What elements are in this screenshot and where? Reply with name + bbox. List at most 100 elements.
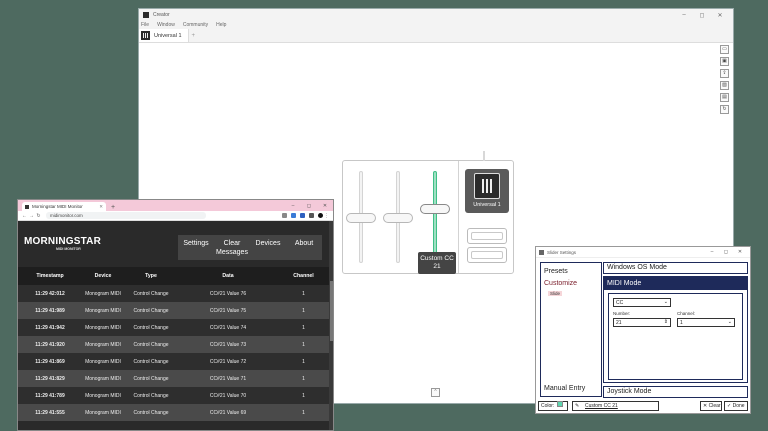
color-swatch[interactable] — [557, 401, 563, 407]
clear-label: Clear — [708, 403, 721, 409]
tooltip-line-2: 21 — [433, 263, 441, 270]
dialog-maximize-button[interactable]: ◻ — [723, 249, 729, 255]
number-input[interactable]: 21 ⇕ — [613, 318, 671, 327]
pad-button-bottom[interactable] — [467, 247, 507, 263]
slider-1-handle[interactable] — [346, 213, 376, 223]
browser-tab-title: Morningstar MIDI Monitor — [32, 204, 83, 209]
cell-data: CC#21 Value 75 — [209, 307, 247, 314]
browser-close-button[interactable]: ✕ — [322, 203, 328, 209]
cell-timestamp: 11:29 41:869 — [35, 358, 65, 365]
cell-channel: 1 — [302, 307, 305, 314]
table-row: 11:29 41:989 Monogram MIDI Control Chang… — [18, 302, 329, 319]
dialog-titlebar: Slider Settings – ◻ ✕ — [536, 247, 750, 258]
back-icon[interactable]: ← — [22, 212, 27, 219]
clear-icon: ✕ — [703, 403, 708, 409]
table-row: 11:29 41:920 Monogram MIDI Control Chang… — [18, 336, 329, 353]
slider-3-handle[interactable] — [420, 204, 450, 214]
address-url: midimonitor.com — [50, 213, 83, 218]
name-value: Custom CC 21 — [585, 403, 618, 409]
cell-type: Control Change — [133, 307, 169, 314]
cell-device: Monogram MIDI — [85, 392, 121, 399]
extension-icon[interactable] — [300, 213, 305, 218]
menu-community[interactable]: Community — [182, 22, 209, 28]
chevron-down-icon: ⌄ — [727, 319, 732, 325]
profile-avatar[interactable] — [318, 213, 323, 218]
tab-close-icon[interactable]: ✕ — [99, 203, 103, 209]
color-picker[interactable]: Color: — [538, 401, 568, 411]
cell-timestamp: 11:29 41:942 — [35, 324, 65, 331]
option-customize[interactable]: Customize — [544, 280, 578, 287]
morningstar-logo: MORNINGSTAR — [24, 236, 102, 247]
add-tab-button[interactable]: + — [191, 33, 196, 39]
pad-button-top[interactable] — [467, 228, 507, 244]
close-button[interactable]: ✕ — [717, 12, 723, 19]
nav-about[interactable]: About — [294, 240, 314, 247]
clear-button[interactable]: ✕ Clear — [700, 401, 722, 411]
message-type-select[interactable]: CC ⌄ — [613, 298, 671, 307]
column-header: Data — [222, 273, 234, 279]
menu-window[interactable]: Window — [157, 22, 175, 28]
extension-icon[interactable] — [282, 213, 287, 218]
tab-universal-1[interactable]: Universal 1 — [139, 29, 189, 42]
option-presets[interactable]: Presets — [544, 268, 568, 275]
browser-window: Morningstar MIDI Monitor ✕ + – ◻ ✕ ← → ↻… — [17, 199, 334, 431]
number-value: 21 — [616, 319, 622, 326]
dialog-close-button[interactable]: ✕ — [737, 249, 743, 255]
nav-devices[interactable]: Devices — [255, 240, 281, 247]
cell-timestamp: 11:29 41:989 — [35, 307, 65, 314]
column-header: Timestamp — [36, 273, 64, 279]
forward-icon[interactable]: → — [29, 212, 34, 219]
slider-settings-dialog: Slider Settings – ◻ ✕ Presets Customize … — [535, 246, 751, 414]
pencil-icon: ✎ — [575, 403, 580, 409]
refresh-icon[interactable]: ↻ — [720, 105, 729, 114]
address-bar[interactable]: midimonitor.com — [46, 212, 206, 219]
puzzle-icon[interactable] — [309, 213, 314, 218]
minimize-button[interactable]: – — [682, 12, 686, 18]
new-tab-button[interactable]: + — [111, 204, 116, 211]
menu-help[interactable]: Help — [216, 22, 227, 28]
tab-label: Universal 1 — [154, 32, 182, 39]
cell-channel: 1 — [302, 290, 305, 297]
nav-settings[interactable]: Settings — [183, 240, 209, 247]
column-header: Type — [145, 273, 157, 279]
image-icon[interactable]: ▨ — [720, 81, 729, 90]
midi-mode-header[interactable]: MIDI Mode — [604, 277, 747, 290]
menu-file[interactable]: File — [141, 22, 150, 28]
upload-icon[interactable]: ⇪ — [720, 69, 729, 78]
option-manual-entry[interactable]: Manual Entry — [544, 385, 586, 392]
chevron-up-icon[interactable]: ⌃ — [431, 388, 440, 397]
nav-clear-messages[interactable]: Clear Messages — [216, 240, 248, 256]
cell-device: Monogram MIDI — [85, 290, 121, 297]
browser-tab[interactable]: Morningstar MIDI Monitor ✕ — [22, 202, 106, 211]
cell-data: CC#21 Value 76 — [209, 290, 247, 297]
done-button[interactable]: ✓ Done — [724, 401, 748, 411]
creator-app-icon — [143, 12, 149, 18]
creator-titlebar: Creator – ◻ ✕ — [139, 9, 733, 21]
dialog-title: Slider Settings — [547, 249, 577, 255]
universal-unit-button[interactable]: Universal 1 — [465, 169, 509, 213]
windows-os-mode-section[interactable]: Windows OS Mode — [603, 262, 748, 274]
dialog-minimize-button[interactable]: – — [710, 249, 714, 255]
monitor-nav: Settings Clear Messages Devices About — [178, 235, 322, 260]
scrollbar[interactable] — [329, 221, 333, 430]
reload-icon[interactable]: ↻ — [36, 212, 41, 219]
channel-select[interactable]: 1 ⌄ — [677, 318, 735, 327]
scrollbar-thumb[interactable] — [330, 281, 333, 341]
cell-data: CC#21 Value 71 — [209, 375, 247, 382]
cell-channel: 1 — [302, 341, 305, 348]
cell-type: Control Change — [133, 324, 169, 331]
maximize-button[interactable]: ◻ — [699, 12, 705, 19]
name-field[interactable]: ✎ Custom CC 21 — [572, 401, 659, 411]
browser-menu-icon[interactable]: ⋮ — [324, 212, 329, 219]
option-slide[interactable]: Slide — [548, 291, 563, 296]
save-icon[interactable]: ▣ — [720, 57, 729, 66]
bookmark-star-icon[interactable] — [291, 213, 296, 218]
slider-3-track[interactable] — [433, 171, 437, 263]
spinner-icon[interactable]: ⇕ — [663, 319, 668, 325]
browser-minimize-button[interactable]: – — [291, 203, 295, 209]
slider-2-handle[interactable] — [383, 213, 413, 223]
browser-maximize-button[interactable]: ◻ — [306, 203, 312, 209]
joystick-mode-section[interactable]: Joystick Mode — [603, 386, 748, 398]
folder-icon[interactable]: ▭ — [720, 45, 729, 54]
trash-icon[interactable]: ▤ — [720, 93, 729, 102]
